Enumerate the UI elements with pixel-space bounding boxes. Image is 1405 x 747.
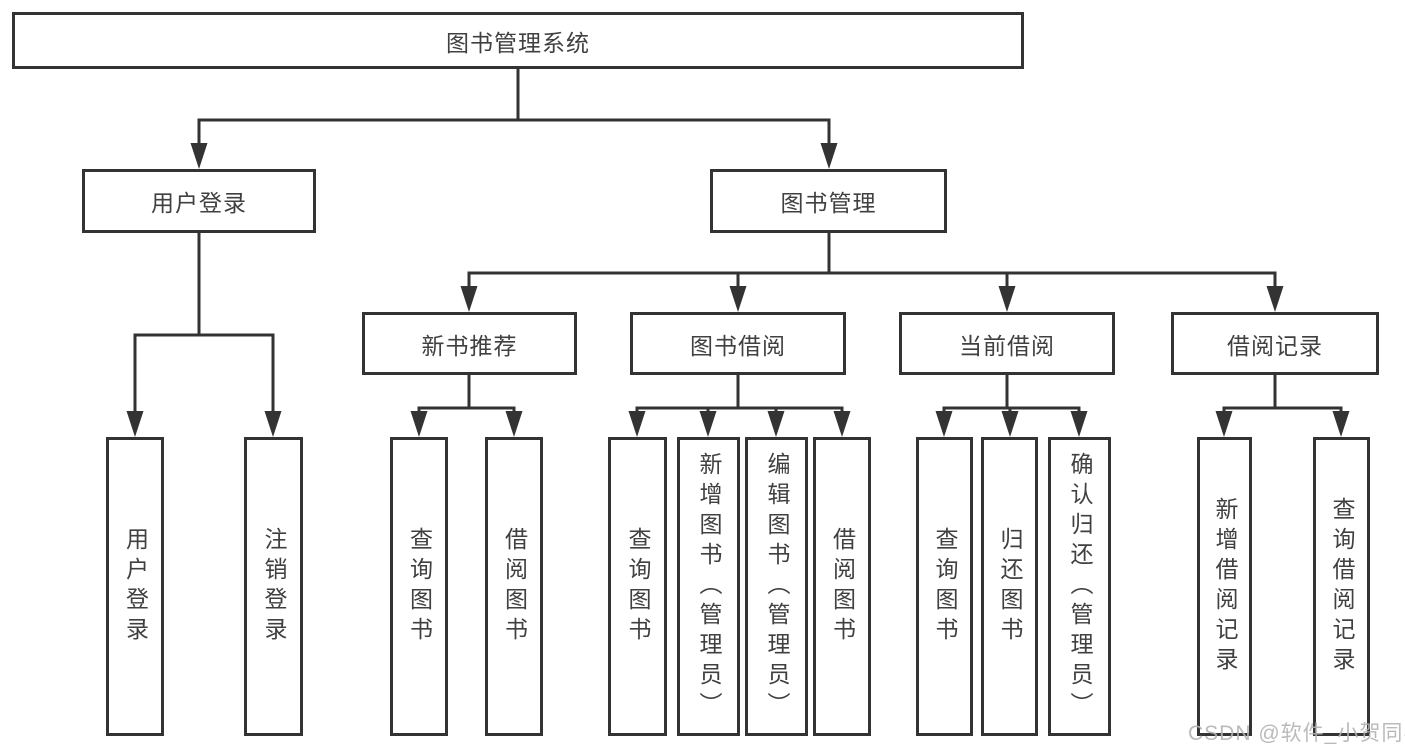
leaf-label: 查询图书 [406,526,433,647]
arrowhead-icons [126,143,1350,437]
node-book-borrowing: 图书借阅 [630,312,846,375]
node-book-management: 图书管理 [710,169,947,233]
node-label: 借阅记录 [1227,332,1323,359]
leaf-confirm-return-admin: 确认归还（管理员） [1048,437,1111,736]
node-new-book-recommend: 新书推荐 [362,312,577,375]
node-label: 当前借阅 [959,332,1055,359]
leaf-label: 新增图书（管理员） [696,451,722,722]
leaf-label: 编辑图书（管理员） [764,451,790,722]
leaf-user-login: 用户登录 [106,437,164,736]
node-root: 图书管理系统 [12,12,1024,69]
leaf-query-books-recommend: 查询图书 [390,437,448,736]
leaf-query-books-current: 查询图书 [916,437,973,736]
leaf-label: 用户登录 [122,526,149,647]
leaf-label: 查询图书 [625,526,651,647]
leaf-query-borrow-record: 查询借阅记录 [1313,437,1370,736]
leaf-label: 归还图书 [997,526,1023,647]
leaf-label: 借阅图书 [501,526,528,647]
leaf-return-books: 归还图书 [981,437,1038,736]
csdn-watermark: CSDN @软件_小贺同学 [1188,722,1405,745]
leaf-label: 借阅图书 [829,526,856,647]
leaf-add-borrow-record: 新增借阅记录 [1197,437,1252,736]
leaf-query-books-borrowing: 查询图书 [608,437,667,736]
leaf-label: 确认归还（管理员） [1067,451,1093,722]
leaf-borrow-books-recommend: 借阅图书 [485,437,543,736]
leaf-add-book-admin: 新增图书（管理员） [677,437,740,736]
node-label: 图书借阅 [690,332,786,359]
leaf-label: 注销登录 [261,526,287,647]
node-borrowing-records: 借阅记录 [1171,312,1379,375]
node-label: 图书管理系统 [446,29,590,56]
leaf-edit-book-admin: 编辑图书（管理员） [745,437,808,736]
leaf-label: 查询图书 [932,526,958,647]
leaf-borrow-books-borrowing: 借阅图书 [813,437,871,736]
leaf-logout: 注销登录 [244,437,303,736]
node-user-login: 用户登录 [82,169,316,233]
leaf-label: 查询借阅记录 [1329,496,1355,677]
leaf-label: 新增借阅记录 [1212,496,1238,677]
node-label: 用户登录 [151,190,247,216]
node-label: 新书推荐 [421,332,518,359]
node-label: 图书管理 [780,190,877,216]
node-current-borrowing: 当前借阅 [899,312,1115,375]
